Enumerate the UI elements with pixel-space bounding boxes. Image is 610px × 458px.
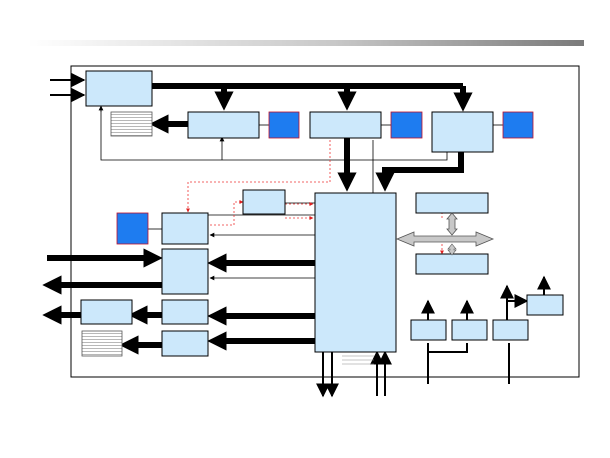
bottom-block-2: [451, 319, 488, 341]
core-bottom-ports: [342, 355, 374, 365]
upper-block-1: [187, 111, 260, 139]
upper-block-3: [431, 111, 494, 153]
bottom-block-3: [492, 319, 529, 341]
accent-square-3: [502, 111, 534, 139]
hollow-vertical-arrow-1: [446, 212, 458, 236]
accent-square-4: [116, 212, 149, 245]
control-lines: [98, 105, 503, 281]
accent-square-1: [268, 111, 300, 139]
far-left-block: [80, 299, 133, 325]
hollow-bidirectional-bus: [395, 231, 495, 247]
main-buses: [42, 83, 473, 355]
right-block-top: [415, 192, 489, 214]
small-mid-block: [242, 189, 286, 215]
system-boundary: [70, 65, 580, 378]
input-block: [85, 70, 153, 107]
right-block-bottom: [415, 253, 489, 275]
bus-right-to-core: [375, 152, 464, 192]
left-block-2: [161, 248, 209, 295]
accent-square-2: [390, 111, 423, 139]
bottom-block-4: [526, 294, 564, 316]
upper-block-2: [309, 111, 382, 139]
header-gradient-bar: [28, 40, 584, 46]
hollow-vertical-arrow-2: [447, 243, 457, 256]
left-block-4: [161, 330, 209, 357]
left-block-1: [161, 212, 209, 245]
bottom-io: [316, 275, 551, 398]
striped-register-2: [81, 330, 123, 357]
blocks: [80, 70, 564, 357]
left-block-3: [161, 299, 209, 325]
core-processor: [314, 192, 397, 353]
input-arrows: [50, 73, 86, 102]
striped-register-1: [110, 111, 153, 137]
bottom-block-1: [410, 319, 447, 341]
accent-squares: [116, 111, 534, 245]
